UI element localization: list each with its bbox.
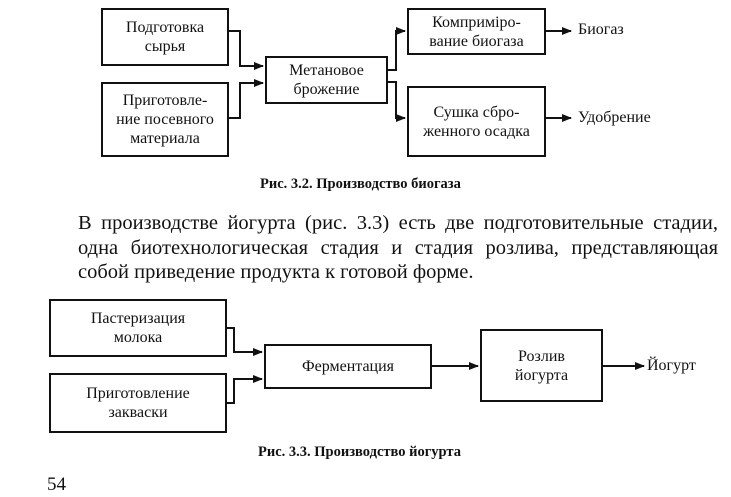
arrow-methane-to-compression [388, 27, 406, 71]
arrow-pasteurization-to-fermentation [227, 327, 263, 356]
arrow-starter-to-fermentation [227, 375, 263, 404]
box-biogas-compression: Комприміро- вание биогаза [407, 8, 546, 55]
box-starter-preparation: Приготовление закваски [49, 373, 227, 433]
box-raw-material-preparation: Подготовка сырья [101, 8, 229, 66]
box-milk-pasteurization: Пастеризация молока [49, 299, 227, 357]
arrow-raw-to-methane [229, 30, 264, 70]
output-biogas: Биогаз [578, 21, 624, 38]
box-methane-fermentation: Метановое брожение [265, 56, 388, 104]
box-seed-material-preparation: Приготовле- ние посевного материала [101, 82, 229, 157]
figure-3-3-caption: Рис. 3.3. Производство йогурта [258, 444, 461, 460]
output-fertilizer: Удобрение [578, 109, 651, 126]
box-sludge-drying: Сушка сбро- женного осадка [407, 86, 546, 157]
arrow-methane-to-drying [388, 81, 406, 122]
body-paragraph: В производстве йогурта (рис. 3.3) есть д… [78, 212, 718, 283]
box-yogurt-bottling: Розлив йогурта [480, 329, 603, 402]
output-yogurt: Йогурт [647, 357, 696, 374]
box-fermentation: Ферментация [264, 344, 432, 389]
arrow-seed-to-methane [229, 79, 264, 119]
figure-3-2-caption: Рис. 3.2. Производство биогаза [260, 176, 461, 192]
page-number: 54 [47, 474, 66, 495]
